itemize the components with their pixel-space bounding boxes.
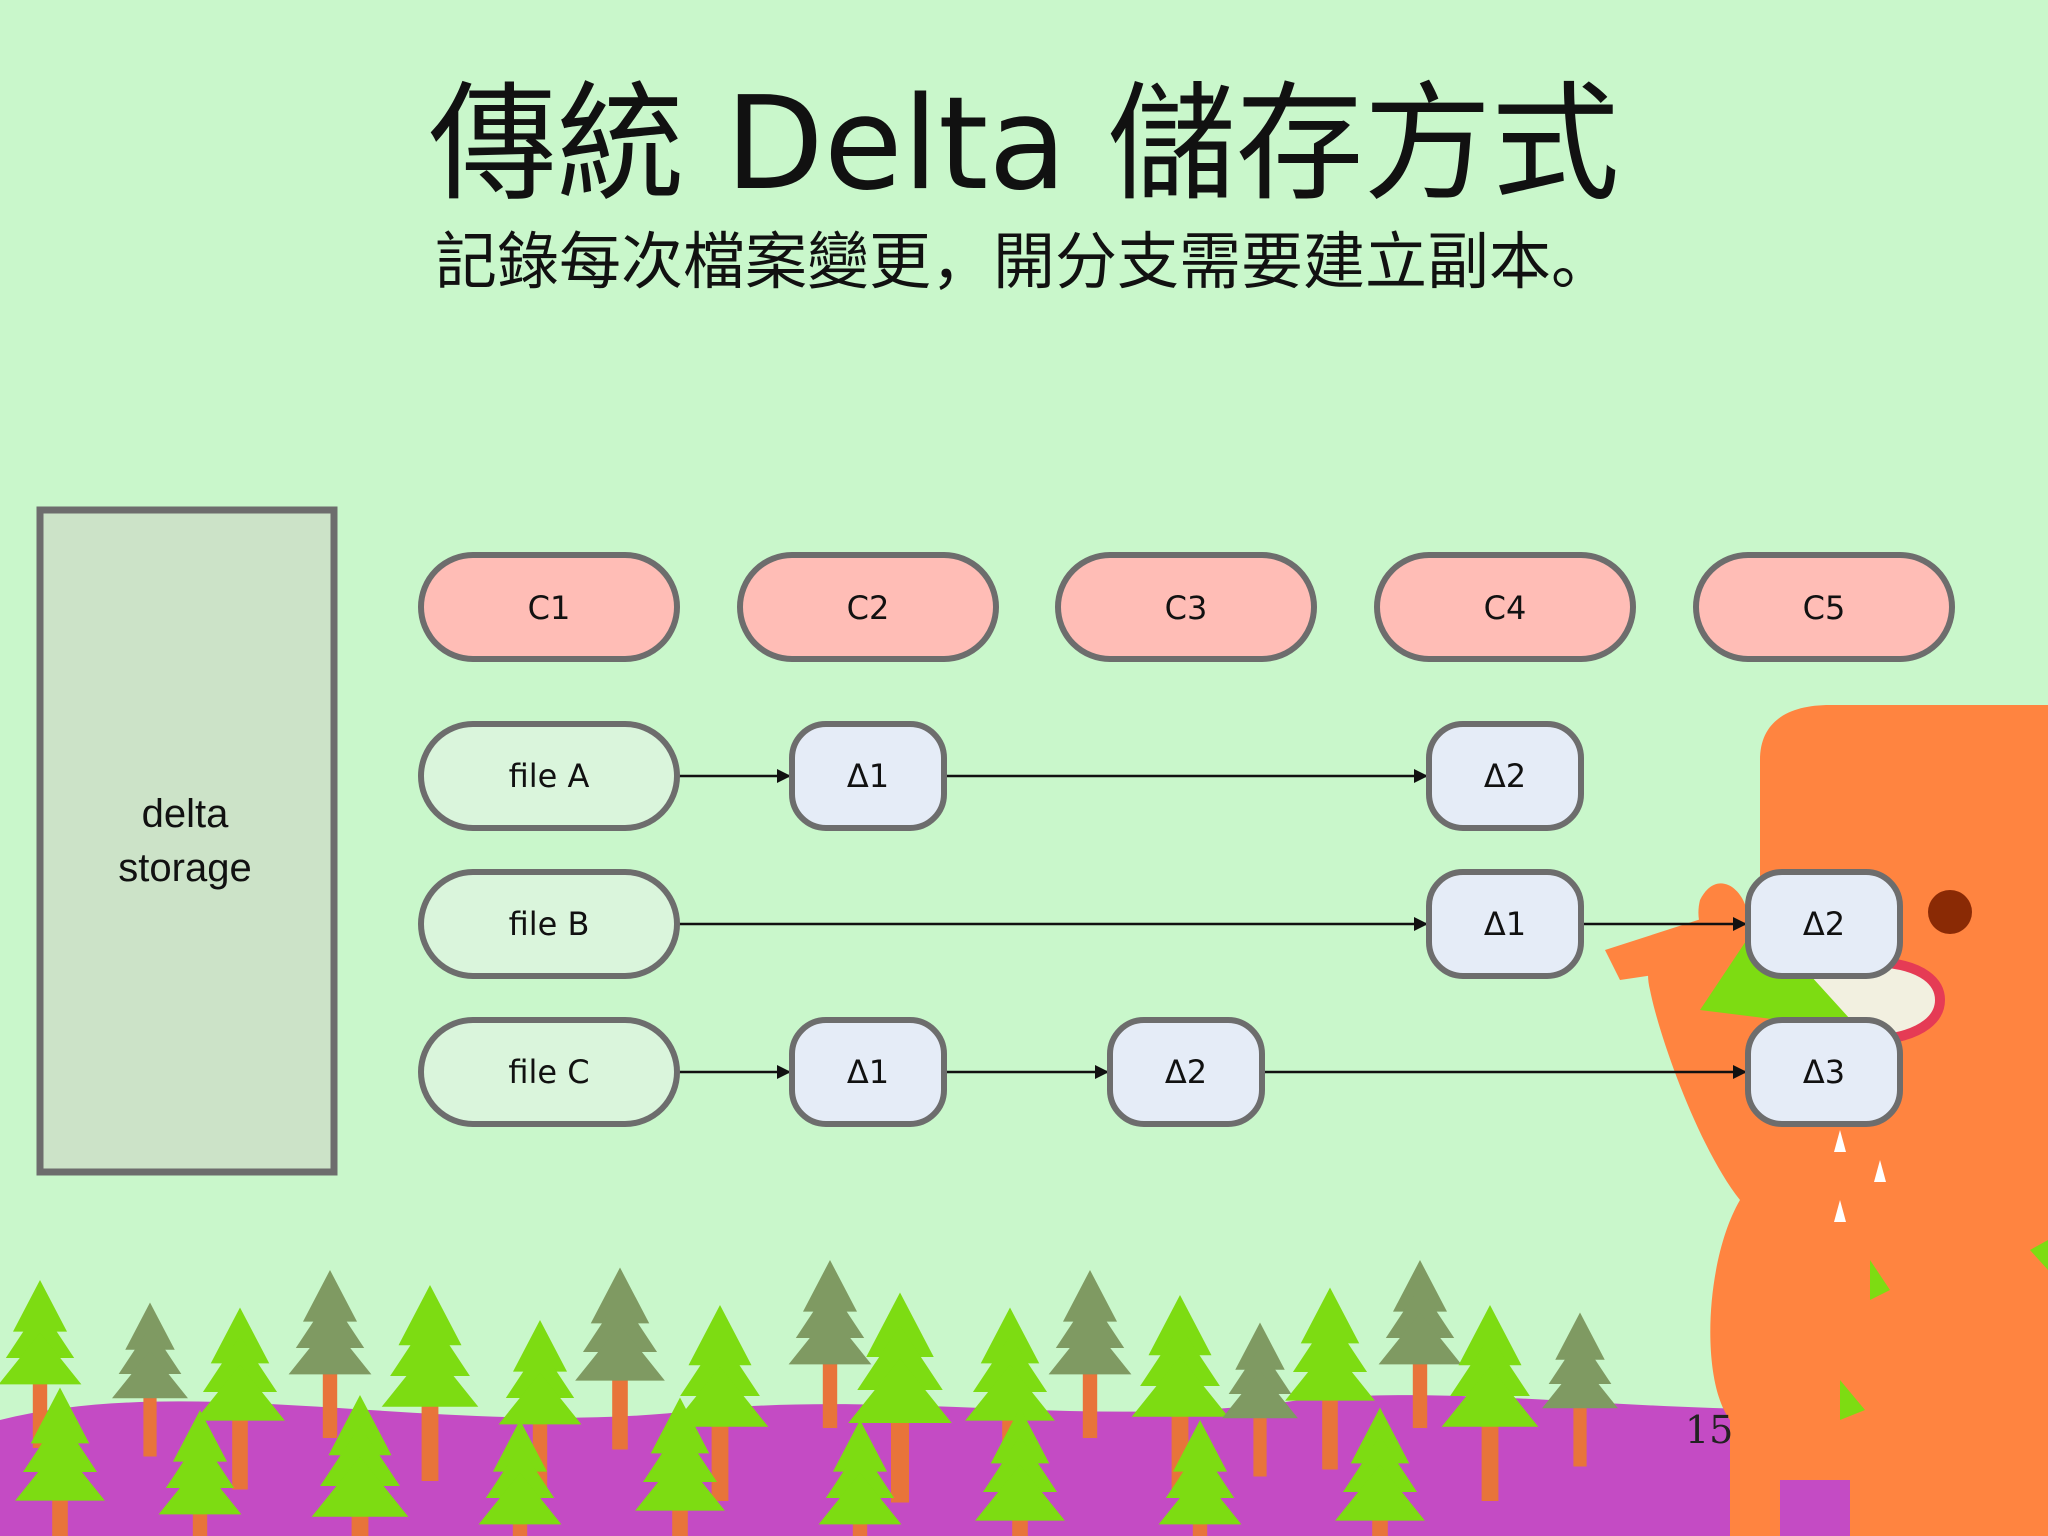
commit-label: C4 bbox=[1484, 589, 1527, 627]
delta-storage-box: delta storage bbox=[36, 506, 338, 1176]
delta-label: Δ1 bbox=[1484, 905, 1526, 943]
file-node: file A bbox=[418, 721, 680, 831]
tree bbox=[975, 1407, 1065, 1536]
tree bbox=[478, 1420, 562, 1536]
file-node: file C bbox=[418, 1017, 680, 1127]
tree bbox=[0, 1280, 82, 1448]
commit-row: C1 C2 C3 C4 C5 bbox=[418, 552, 1955, 662]
file-node: file B bbox=[418, 869, 680, 979]
tree bbox=[288, 1270, 372, 1438]
tree bbox=[848, 1292, 952, 1503]
commit-node-c2: C2 bbox=[737, 552, 999, 662]
tree bbox=[1222, 1322, 1298, 1477]
commit-label: C2 bbox=[847, 589, 890, 627]
tree bbox=[1048, 1270, 1132, 1438]
tree bbox=[575, 1267, 665, 1450]
delta-label: Δ3 bbox=[1803, 1053, 1845, 1091]
file-label: file B bbox=[509, 905, 590, 943]
commit-label: C3 bbox=[1165, 589, 1208, 627]
delta-label: Δ1 bbox=[847, 757, 889, 795]
delta-node: Δ2 bbox=[1107, 1017, 1265, 1127]
delta-storage-label-line2: storage bbox=[118, 846, 251, 890]
tree bbox=[195, 1307, 285, 1490]
tree bbox=[112, 1302, 188, 1457]
delta-label: Δ1 bbox=[847, 1053, 889, 1091]
commit-node-c4: C4 bbox=[1374, 552, 1636, 662]
tree bbox=[635, 1397, 725, 1536]
tree bbox=[158, 1410, 242, 1536]
tree bbox=[1158, 1420, 1242, 1536]
delta-node: Δ1 bbox=[789, 1017, 947, 1127]
delta-storage-label-line1: delta bbox=[142, 792, 229, 836]
delta-node: Δ3 bbox=[1745, 1017, 1903, 1127]
delta-label: Δ2 bbox=[1165, 1053, 1207, 1091]
tree bbox=[788, 1260, 872, 1428]
tree bbox=[1378, 1260, 1462, 1428]
commit-node-c5: C5 bbox=[1693, 552, 1955, 662]
commit-node-c3: C3 bbox=[1055, 552, 1317, 662]
slide-title: 傳統 Delta 儲存方式 bbox=[428, 70, 1620, 219]
file-row: file B Δ1 Δ2 bbox=[418, 869, 1903, 979]
tree bbox=[311, 1395, 409, 1536]
tree bbox=[1285, 1287, 1375, 1470]
delta-label: Δ2 bbox=[1484, 757, 1526, 795]
delta-arrows bbox=[677, 769, 1747, 1079]
tree bbox=[1542, 1312, 1618, 1467]
commit-label: C5 bbox=[1803, 589, 1846, 627]
delta-label: Δ2 bbox=[1803, 905, 1845, 943]
tree bbox=[381, 1285, 479, 1481]
file-row: file A Δ1 Δ2 bbox=[418, 721, 1584, 831]
slide-subtitle: 記錄每次檔案變更，開分支需要建立副本。 bbox=[434, 225, 1613, 298]
file-label: file A bbox=[509, 757, 590, 795]
delta-node: Δ2 bbox=[1745, 869, 1903, 979]
tree bbox=[671, 1305, 769, 1501]
forest bbox=[0, 1260, 1618, 1536]
background-scene bbox=[0, 705, 2048, 1536]
delta-node: Δ1 bbox=[789, 721, 947, 831]
commit-label: C1 bbox=[528, 589, 571, 627]
commit-node-c1: C1 bbox=[418, 552, 680, 662]
delta-node: Δ2 bbox=[1426, 721, 1584, 831]
file-label: file C bbox=[508, 1053, 589, 1091]
tree bbox=[818, 1420, 902, 1536]
file-row: file C Δ1 Δ2 Δ3 bbox=[418, 1017, 1903, 1127]
tree bbox=[15, 1387, 105, 1536]
page-number: 15 bbox=[1685, 1408, 1734, 1452]
delta-node: Δ1 bbox=[1426, 869, 1584, 979]
tree bbox=[1441, 1305, 1539, 1501]
tree bbox=[1335, 1407, 1425, 1536]
